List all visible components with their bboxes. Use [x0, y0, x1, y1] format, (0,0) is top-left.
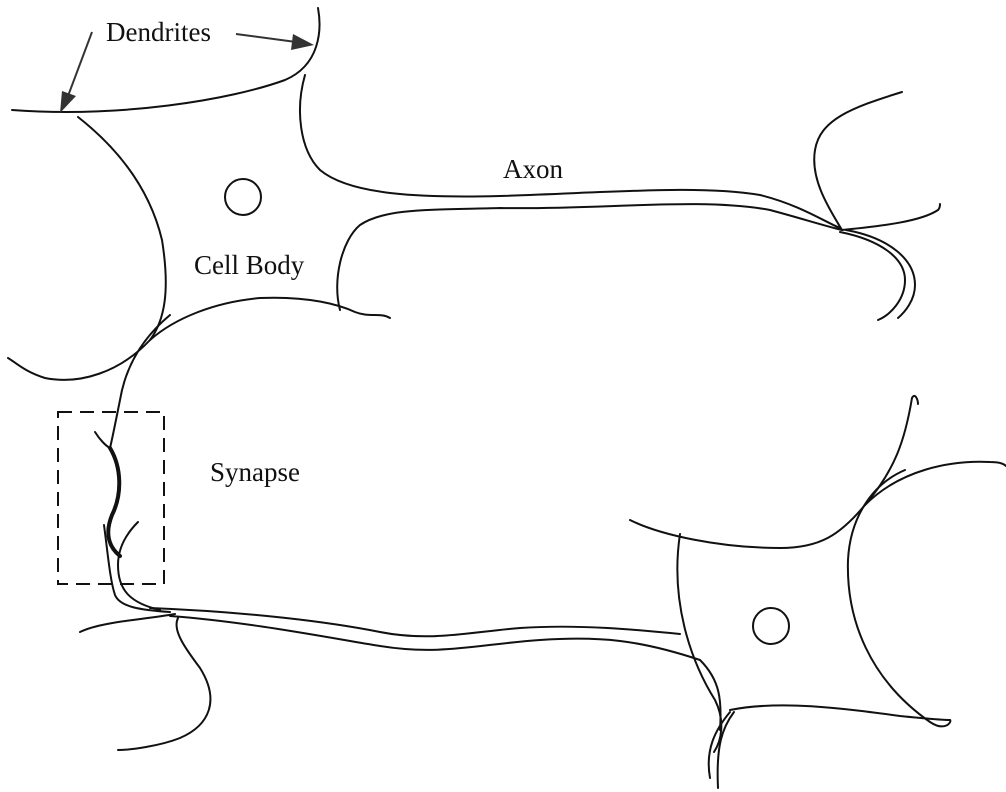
arrow-left-head — [60, 91, 76, 113]
synapse-bold — [108, 448, 120, 556]
terminal-branch-2 — [842, 204, 940, 230]
label-synapse: Synapse — [210, 457, 300, 487]
arrow-right-head — [291, 34, 314, 50]
axon-terminal — [814, 92, 940, 320]
label-cell-body: Cell Body — [194, 250, 305, 280]
lower-dendrite-left — [80, 614, 175, 632]
arrow-right-line — [236, 34, 296, 42]
synapse-thin-1 — [95, 432, 110, 448]
lower-cell-upper-dendrite — [865, 396, 918, 505]
upper-neuron — [8, 8, 842, 380]
lower-cell-right-edge — [865, 462, 1006, 505]
synapse-path — [58, 315, 170, 612]
arrow-left-line — [68, 32, 92, 96]
lower-axon-bottom — [170, 616, 721, 730]
cell-body-lower-edge — [150, 298, 390, 340]
cell-body-right-edge — [300, 75, 840, 228]
lower-cell-top — [630, 505, 865, 548]
cell-body-left-edge — [8, 117, 166, 380]
lower-neuron — [80, 396, 1006, 788]
terminal-branch-1 — [814, 92, 902, 230]
lower-dendrite-down — [118, 618, 210, 750]
lower-nucleus — [753, 608, 789, 644]
label-dendrites: Dendrites — [106, 17, 211, 47]
upper-nucleus — [225, 179, 261, 215]
lower-cell-left-edge — [677, 534, 721, 752]
axon-inner-line — [337, 204, 842, 310]
synapse-box — [58, 412, 164, 584]
dendrite-to-synapse — [110, 315, 170, 448]
lower-cell-right-lower — [848, 470, 950, 726]
terminal-branch-3 — [840, 232, 905, 320]
synapse-thin-3 — [118, 522, 160, 610]
synapse-thin-2 — [104, 525, 170, 612]
label-axon: Axon — [503, 154, 563, 184]
